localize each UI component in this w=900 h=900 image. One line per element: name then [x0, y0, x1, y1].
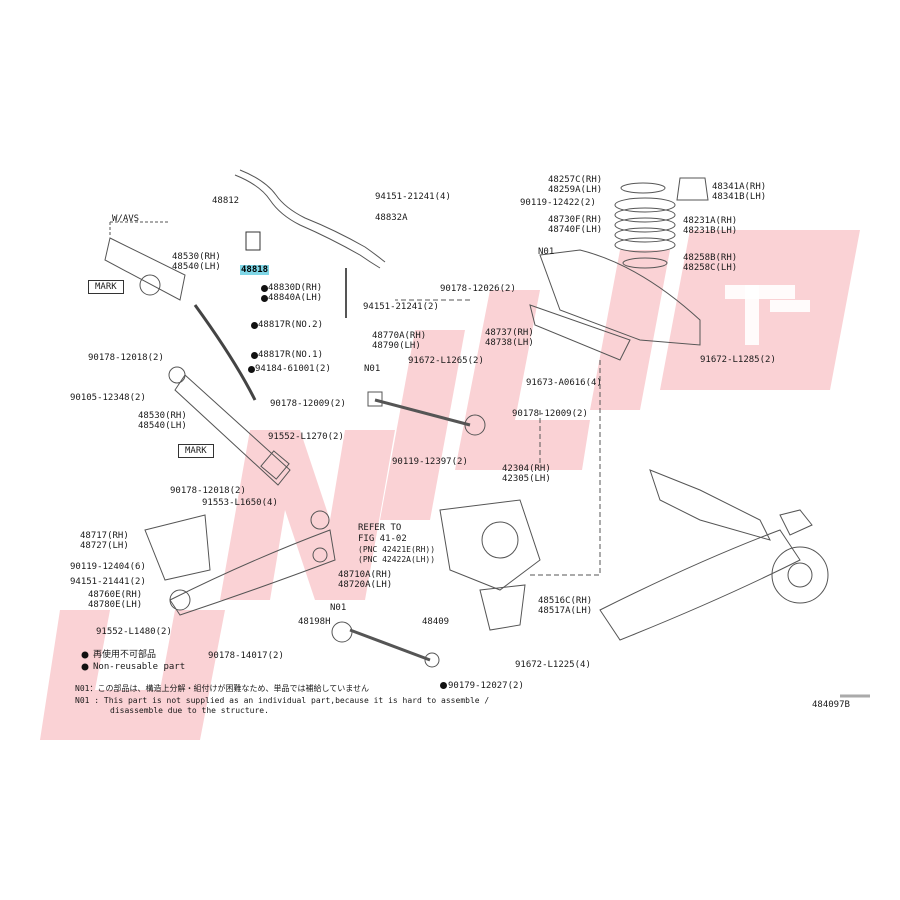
n01-label-lower-link: N01 — [330, 603, 347, 613]
part-48717[interactable]: 48717(RH) — [80, 531, 129, 541]
n01-label-upper-arm: N01 — [364, 364, 381, 374]
part-91672-L1265[interactable]: 91672-L1265(2) — [408, 356, 484, 366]
part-48740F[interactable]: 48740F(LH) — [548, 225, 603, 235]
part-48530-rh-top[interactable]: 48530(RH) — [172, 252, 221, 262]
part-48817R-no1[interactable]: 48817R(NO.1) — [258, 350, 324, 360]
part-90178-12009-left[interactable]: 90178-12009(2) — [270, 399, 346, 409]
part-48780E[interactable]: 48780E(LH) — [88, 600, 143, 610]
part-90119-12397[interactable]: 90119-12397(2) — [392, 457, 468, 467]
part-48727[interactable]: 48727(LH) — [80, 541, 129, 551]
non-reusable-marker — [261, 295, 268, 302]
part-90178-12018-top[interactable]: 90178-12018(2) — [88, 353, 164, 363]
part-91552-L1270[interactable]: 91552-L1270(2) — [268, 432, 344, 442]
part-48770A[interactable]: 48770A(RH) — [372, 331, 427, 341]
shock-absorber-upper — [104, 237, 186, 301]
part-48257C[interactable]: 48257C(RH) — [548, 175, 603, 185]
footnote-jp: N01：この部品は、構造上分解・組付けが困難なため、単品では補給していません — [75, 684, 369, 693]
part-90178-14017[interactable]: 90178-14017(2) — [208, 651, 284, 661]
part-48540-lh-top[interactable]: 48540(LH) — [172, 262, 221, 272]
footnote-en-line2: disassemble due to the structure. — [110, 706, 269, 715]
part-48710A[interactable]: 48710A(RH) — [338, 570, 393, 580]
part-48840A[interactable]: 48840A(LH) — [268, 293, 323, 303]
part-48730F[interactable]: 48730F(RH) — [548, 215, 603, 225]
part-91672-L1285[interactable]: 91672-L1285(2) — [700, 355, 776, 365]
part-48530-rh-mid[interactable]: 48530(RH) — [138, 411, 187, 421]
part-42305[interactable]: 42305(LH) — [502, 474, 551, 484]
refer-line-3[interactable]: (PNC 42421E(RH)) — [358, 545, 436, 554]
part-48517A[interactable]: 48517A(LH) — [538, 606, 593, 616]
legend-non-reusable-jp: 再使用不可部品 — [93, 650, 157, 660]
part-48258B[interactable]: 48258B(RH) — [683, 253, 738, 263]
part-94151-21241-4[interactable]: 94151-21241(4) — [375, 192, 451, 202]
non-reusable-marker — [251, 322, 258, 329]
non-reusable-marker — [251, 352, 258, 359]
part-94184-61001[interactable]: 94184-61001(2) — [255, 364, 331, 374]
part-48818[interactable]: 48818 — [240, 265, 270, 275]
part-94151-21441[interactable]: 94151-21441(2) — [70, 577, 146, 587]
part-48259A[interactable]: 48259A(LH) — [548, 185, 603, 195]
part-91553-L1650[interactable]: 91553-L1650(4) — [202, 498, 278, 508]
avs-group-label: W/AVS — [112, 214, 140, 224]
knuckle-42304 — [439, 499, 541, 591]
legend-non-reusable-en: Non-reusable part — [93, 662, 186, 672]
part-90178-12009-right[interactable]: 90178-12009(2) — [512, 409, 588, 419]
diagram-code: 484097B — [812, 700, 850, 710]
part-42304[interactable]: 42304(RH) — [502, 464, 551, 474]
part-48231A[interactable]: 48231A(RH) — [683, 216, 738, 226]
bushing-48818 — [245, 231, 261, 251]
part-94151-21241-2[interactable]: 94151-21241(2) — [363, 302, 439, 312]
part-48832A[interactable]: 48832A — [375, 213, 408, 223]
refer-line-2[interactable]: FIG 41-02 — [358, 534, 407, 544]
subframe-48730F — [539, 249, 701, 346]
non-reusable-marker — [440, 682, 447, 689]
part-90178-12018-mid[interactable]: 90178-12018(2) — [170, 486, 246, 496]
part-48516C[interactable]: 48516C(RH) — [538, 596, 593, 606]
part-48737[interactable]: 48737(RH) — [485, 328, 534, 338]
part-48812[interactable]: 48812 — [212, 196, 240, 206]
part-48540-lh-mid[interactable]: 48540(LH) — [138, 421, 187, 431]
part-48409[interactable]: 48409 — [422, 617, 450, 627]
bracket-48717 — [144, 514, 211, 581]
part-91672-L1225[interactable]: 91672-L1225(4) — [515, 660, 591, 670]
part-48198H[interactable]: 48198H — [298, 617, 331, 627]
part-91552-L1480[interactable]: 91552-L1480(2) — [96, 627, 172, 637]
part-91673-A0616[interactable]: 91673-A0616(4) — [526, 378, 602, 388]
highlighted-part-label: 48818 — [240, 265, 270, 275]
assembled-view — [599, 529, 801, 641]
part-48231B[interactable]: 48231B(LH) — [683, 226, 738, 236]
shock-absorber — [174, 374, 291, 486]
part-90178-12026[interactable]: 90178-12026(2) — [440, 284, 516, 294]
footnote-en-line1: N01 : This part is not supplied as an in… — [75, 696, 490, 705]
part-48790[interactable]: 48790(LH) — [372, 341, 421, 351]
non-reusable-marker — [248, 366, 255, 373]
part-48760E[interactable]: 48760E(RH) — [88, 590, 143, 600]
non-reusable-marker — [261, 285, 268, 292]
part-48341A[interactable]: 48341A(RH) — [712, 182, 767, 192]
refer-line-4[interactable]: (PNC 42422A(LH)) — [358, 555, 436, 564]
n01-label-subframe: N01 — [538, 247, 555, 257]
part-90119-12422[interactable]: 90119-12422(2) — [520, 198, 596, 208]
part-90119-12404[interactable]: 90119-12404(6) — [70, 562, 146, 572]
mark-label-2: MARK — [178, 444, 214, 458]
link-48710A — [349, 628, 431, 662]
part-90105-12348[interactable]: 90105-12348(2) — [70, 393, 146, 403]
coil-spring — [614, 197, 676, 253]
part-48817R-no2[interactable]: 48817R(NO.2) — [258, 320, 324, 330]
upper-arm-48770A — [374, 398, 471, 427]
part-48258C[interactable]: 48258C(LH) — [683, 263, 738, 273]
lower-arm — [169, 529, 336, 616]
refer-line-1[interactable]: REFER TO — [358, 523, 402, 533]
bracket-48516C — [479, 584, 526, 631]
bump-stopper — [676, 177, 709, 201]
part-48341B[interactable]: 48341B(LH) — [712, 192, 767, 202]
part-48830D[interactable]: 48830D(RH) — [268, 283, 323, 293]
mark-label-1: MARK — [88, 280, 124, 294]
stabilizer-bar — [234, 174, 381, 269]
part-90179-12027[interactable]: 90179-12027(2) — [448, 681, 524, 691]
part-48738[interactable]: 48738(LH) — [485, 338, 534, 348]
part-48720A[interactable]: 48720A(LH) — [338, 580, 393, 590]
